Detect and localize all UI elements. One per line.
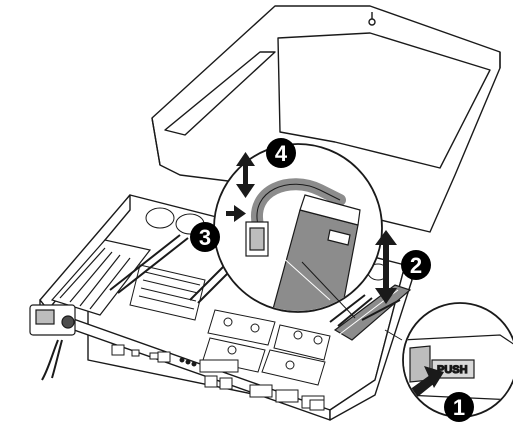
step-number-4: 4 <box>275 141 288 166</box>
push-arrow-step-3 <box>226 205 246 222</box>
internal-components <box>109 207 389 386</box>
step-badge-4: 4 <box>266 138 296 168</box>
step-badge-1: 1 <box>444 392 474 422</box>
step-badge-2: 2 <box>401 250 431 280</box>
step-number-1: 1 <box>453 395 465 420</box>
step-number-2: 2 <box>410 253 422 278</box>
step-arrows <box>226 152 397 304</box>
lift-arrow-step-2 <box>375 230 397 304</box>
front-ports <box>111 344 325 411</box>
magnified-detail <box>213 143 383 319</box>
step-badge-3: 3 <box>190 222 220 252</box>
push-callout: PUSH <box>384 302 513 418</box>
lift-arrow-step-4 <box>236 152 255 198</box>
push-label: PUSH <box>437 364 468 376</box>
step-number-3: 3 <box>199 225 211 250</box>
power-supply <box>29 239 152 381</box>
